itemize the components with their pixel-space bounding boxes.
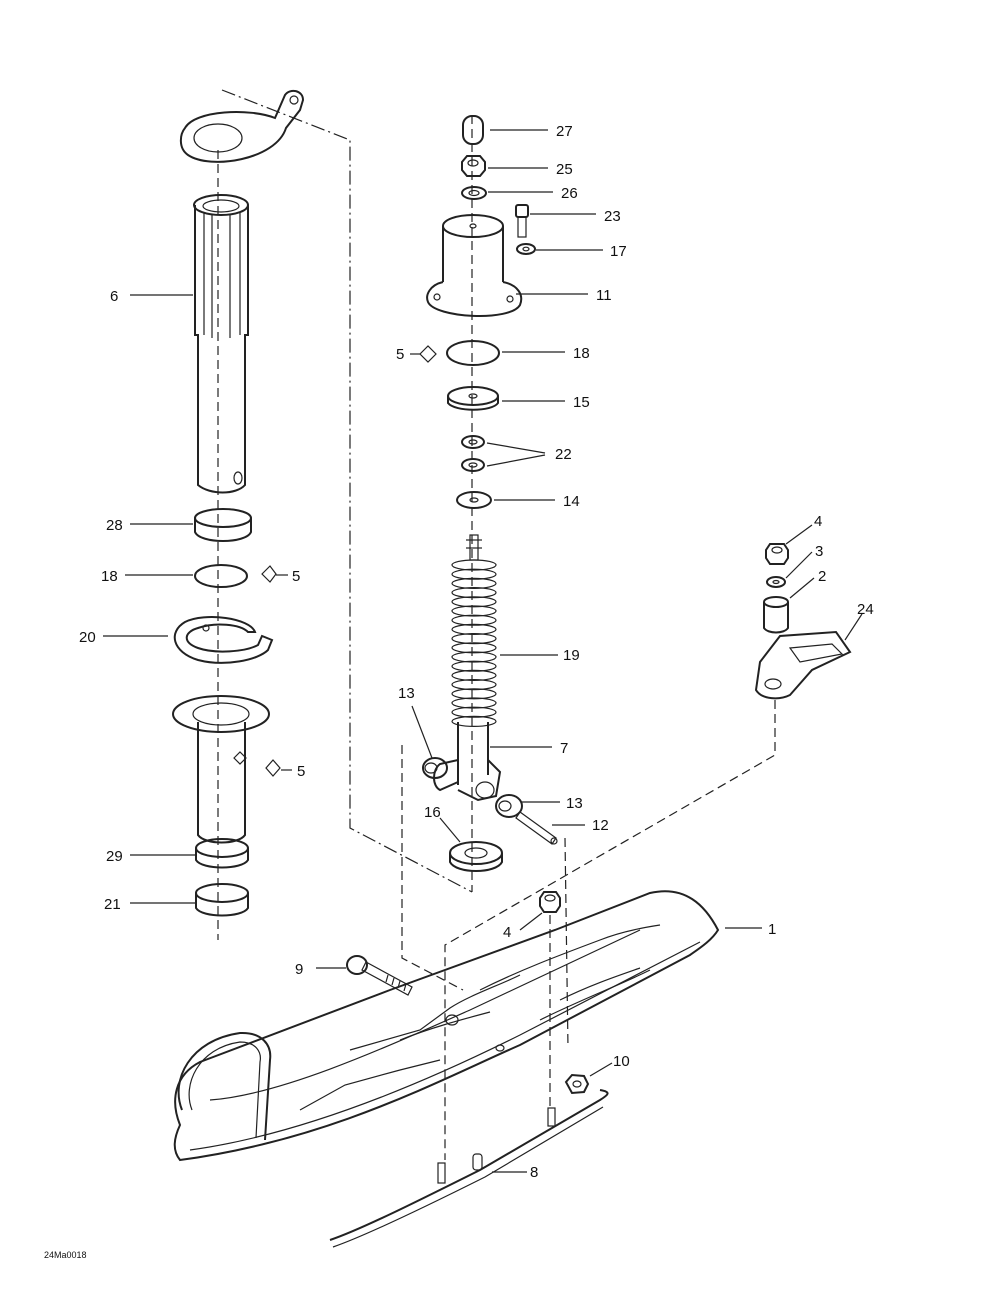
callout-2: 2 bbox=[818, 568, 826, 585]
nut-4-upper bbox=[765, 543, 789, 565]
callout-7: 7 bbox=[560, 740, 568, 757]
callout-5-left: 5 bbox=[292, 568, 300, 585]
o-ring-18-left bbox=[194, 564, 248, 588]
spring-coil bbox=[451, 688, 497, 700]
bushing-13-left bbox=[422, 757, 448, 779]
spring-coil bbox=[451, 669, 497, 682]
callout-29: 29 bbox=[106, 848, 123, 865]
spacer-2 bbox=[763, 596, 789, 634]
callout-1: 1 bbox=[768, 921, 776, 938]
callout-labels: 27 25 26 23 17 11 5 18 15 22 14 6 28 18 … bbox=[44, 123, 874, 1260]
callout-12: 12 bbox=[592, 817, 609, 834]
callout-21: 21 bbox=[104, 896, 121, 913]
callout-27: 27 bbox=[556, 123, 573, 140]
assembly-axis-lines bbox=[217, 89, 776, 1160]
callout-24: 24 bbox=[857, 601, 874, 618]
flange-bearing bbox=[172, 695, 270, 844]
retaining-ring-20 bbox=[173, 616, 274, 664]
callout-4-upper: 4 bbox=[814, 513, 822, 530]
spring-coil bbox=[451, 586, 497, 599]
spring-coil bbox=[451, 706, 497, 718]
callout-22: 22 bbox=[555, 446, 572, 463]
washer-3 bbox=[766, 576, 786, 588]
nut-10 bbox=[564, 1073, 590, 1095]
callout-10: 10 bbox=[613, 1053, 630, 1070]
spring-coil bbox=[451, 632, 497, 645]
bolt-9 bbox=[346, 955, 413, 996]
spring-coil bbox=[451, 660, 497, 672]
callout-23: 23 bbox=[604, 208, 621, 225]
callout-8: 8 bbox=[530, 1164, 538, 1181]
washer-26 bbox=[461, 186, 487, 200]
callout-17: 17 bbox=[610, 243, 627, 260]
callout-28: 28 bbox=[106, 517, 123, 534]
bushing-13-right bbox=[495, 794, 523, 818]
callout-9: 9 bbox=[295, 961, 303, 978]
screw-23 bbox=[515, 204, 529, 238]
spring-coil bbox=[451, 651, 497, 663]
spring-coil bbox=[451, 577, 497, 590]
spring-coil bbox=[451, 642, 497, 654]
nut-25 bbox=[461, 155, 486, 177]
spring-coil bbox=[451, 559, 497, 571]
callout-3: 3 bbox=[815, 543, 823, 560]
washer-17 bbox=[516, 243, 536, 255]
housing-11 bbox=[426, 214, 523, 318]
callout-18-center: 18 bbox=[573, 345, 590, 362]
bushing-28 bbox=[194, 508, 252, 542]
callout-18-left: 18 bbox=[101, 568, 118, 585]
callout-6: 6 bbox=[110, 288, 118, 305]
spring-coil bbox=[451, 678, 497, 691]
callout-13-right: 13 bbox=[566, 795, 583, 812]
callout-15: 15 bbox=[573, 394, 590, 411]
washer-14 bbox=[456, 491, 492, 509]
callout-5-lower: 5 bbox=[297, 763, 305, 780]
callout-26: 26 bbox=[561, 185, 578, 202]
washers-22 bbox=[461, 435, 485, 472]
cap-27 bbox=[462, 115, 484, 145]
callout-13-left: 13 bbox=[398, 685, 415, 702]
splined-tube bbox=[193, 194, 249, 494]
ski-handle bbox=[177, 1031, 272, 1141]
steering-arm bbox=[179, 89, 305, 163]
callout-11: 11 bbox=[596, 287, 612, 304]
spring-coil bbox=[451, 596, 497, 608]
runner-8 bbox=[329, 1089, 609, 1248]
nut-4-lower bbox=[539, 891, 561, 913]
spring-coil bbox=[451, 623, 497, 636]
callout-5-top: 5 bbox=[396, 346, 404, 363]
grease-fitting-icon bbox=[233, 345, 437, 777]
leader-lines bbox=[103, 129, 863, 1173]
bracket-24 bbox=[754, 630, 852, 700]
spring-coil bbox=[451, 614, 497, 626]
callout-4-lower: 4 bbox=[503, 924, 511, 941]
plate-15 bbox=[447, 386, 499, 411]
spring-coil bbox=[451, 697, 497, 709]
callout-25: 25 bbox=[556, 161, 573, 178]
callout-14: 14 bbox=[563, 493, 580, 510]
shock-absorber-19 bbox=[433, 534, 502, 802]
o-ring-18-center bbox=[446, 340, 500, 366]
washer-16 bbox=[449, 841, 503, 872]
spring-coil bbox=[451, 715, 497, 728]
bushing-21 bbox=[195, 883, 249, 917]
callout-20: 20 bbox=[79, 629, 96, 646]
drawing-code: 24Ma0018 bbox=[44, 1250, 87, 1260]
bushing-29 bbox=[195, 838, 249, 869]
callout-19: 19 bbox=[563, 647, 580, 664]
spring-coil bbox=[451, 605, 497, 617]
ski-1 bbox=[173, 890, 720, 1162]
callout-16: 16 bbox=[424, 804, 441, 821]
bolt-12 bbox=[515, 811, 558, 845]
spring-coil bbox=[451, 568, 497, 580]
